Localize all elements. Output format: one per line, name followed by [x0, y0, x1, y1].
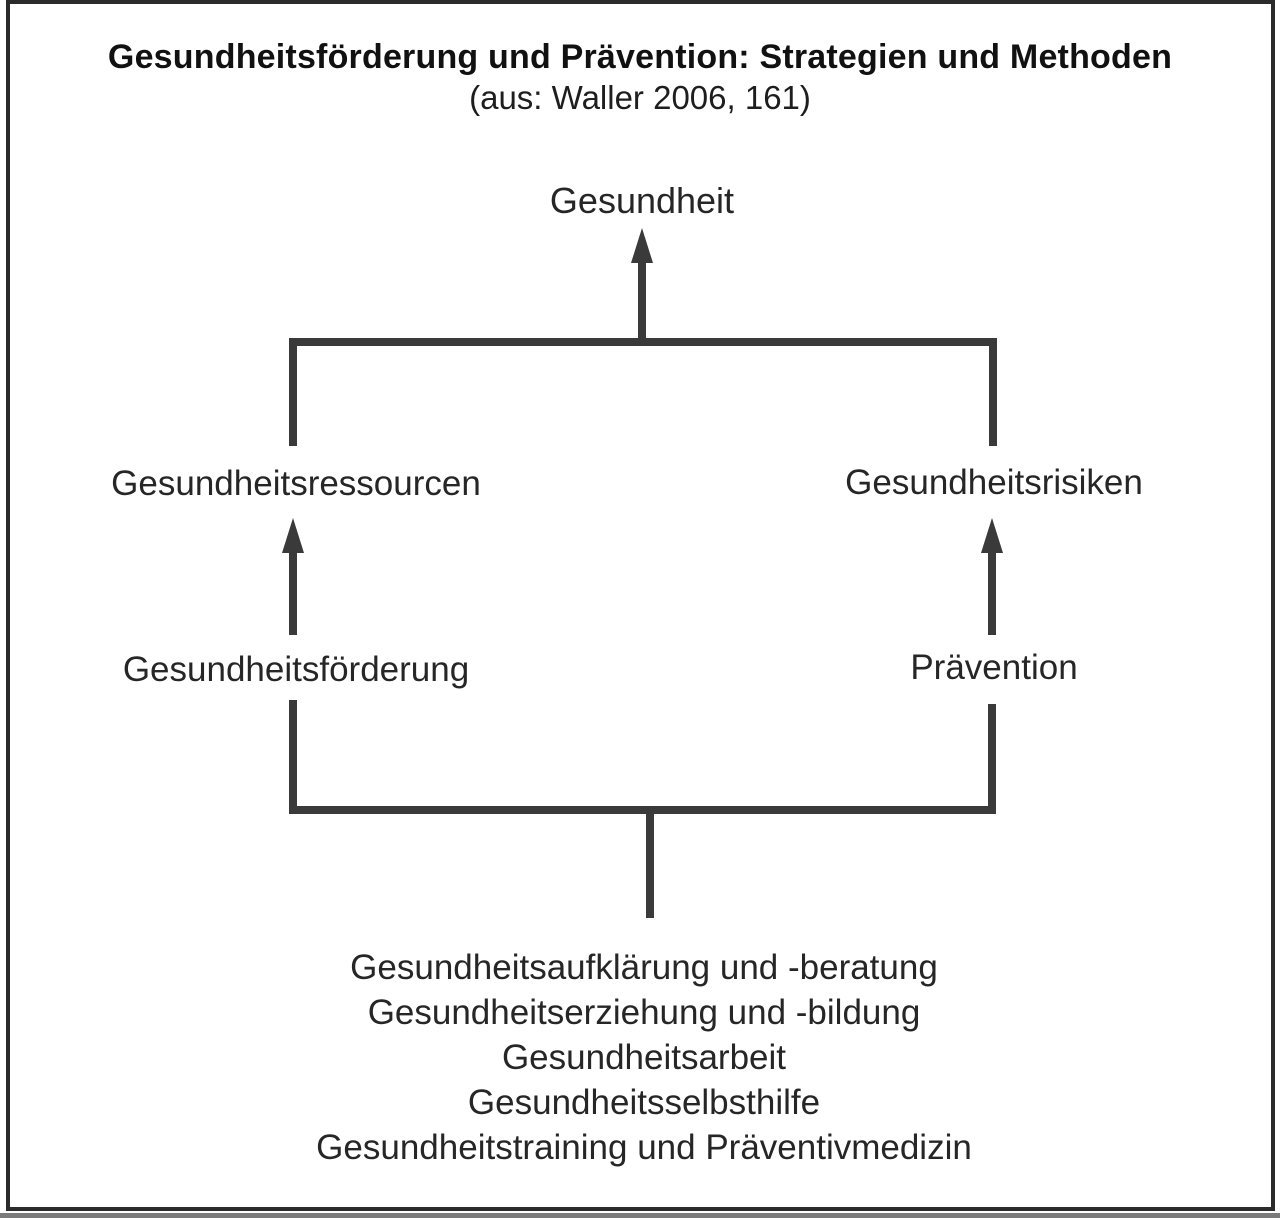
top-bracket-right-line: [989, 338, 997, 446]
arrow-head-icon: [981, 518, 1003, 553]
node-gesundheitsrisiken: Gesundheitsrisiken: [845, 463, 1143, 502]
node-gesundheitsressourcen: Gesundheitsressourcen: [111, 464, 481, 503]
page-frame-border: [6, 0, 1275, 1211]
bottom-bracket-left-line: [289, 700, 297, 814]
top-bracket-horizontal-line: [289, 338, 997, 346]
source-citation: (aus: Waller 2006, 161): [469, 79, 811, 116]
node-gesundheit: Gesundheit: [549, 180, 735, 221]
page-title: Gesundheitsförderung und Prävention: Str…: [107, 38, 1173, 76]
arrow-stem: [289, 548, 297, 635]
arrow-head-icon: [282, 518, 304, 553]
arrow-head-icon: [631, 228, 653, 263]
methods-list: Gesundheitsaufklärung und -beratung Gesu…: [8, 945, 1280, 1170]
method-item: Gesundheitsaufklärung und -beratung: [350, 948, 938, 987]
method-item: Gesundheitsarbeit: [501, 1038, 787, 1077]
arrow-stem: [988, 548, 996, 635]
top-bracket-left-line: [289, 338, 297, 446]
bottom-bracket-right-line: [988, 704, 996, 814]
method-item: Gesundheitstraining und Präventivmedizin: [316, 1128, 972, 1167]
bottom-bracket-center-stem: [646, 806, 654, 918]
method-item: Gesundheitsselbsthilfe: [467, 1083, 821, 1122]
page-bottom-scan-edge: [0, 1213, 1280, 1218]
method-item: Gesundheitserziehung und -bildung: [367, 993, 921, 1032]
node-gesundheitsfoerderung: Gesundheitsförderung: [122, 650, 470, 689]
bottom-bracket-horizontal-line: [289, 806, 996, 814]
node-praevention: Prävention: [910, 648, 1078, 687]
arrow-stem: [638, 258, 646, 344]
